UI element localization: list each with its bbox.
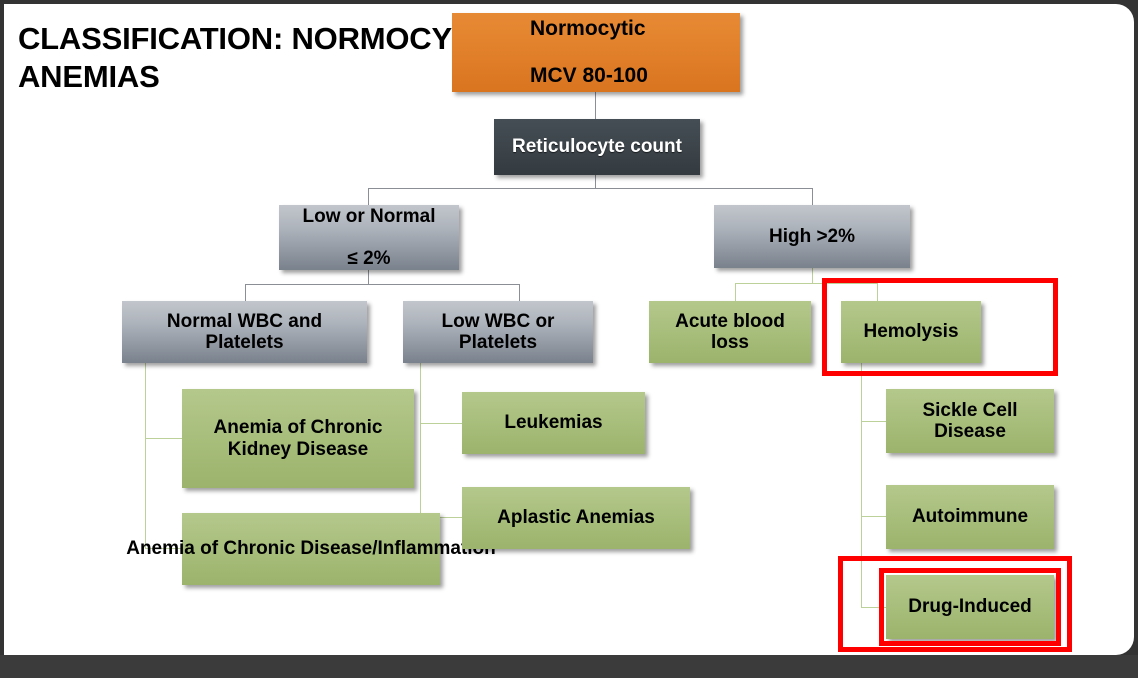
- connector-hemolysis-trunk: [861, 363, 862, 608]
- page-title: CLASSIFICATION: NORMOCYTIC ANEMIAS: [18, 20, 578, 96]
- connector-reticulocyte-bar: [368, 188, 813, 189]
- connector-reticulocyte-stem: [595, 175, 596, 188]
- node-acute-blood-loss-label: Acute blood loss: [675, 310, 785, 353]
- connector-low-normal-bar: [245, 284, 520, 285]
- node-aplastic-anemias-label: Aplastic Anemias: [497, 507, 655, 529]
- connector-normal-wbc-trunk: [145, 363, 146, 548]
- connector-normal-wbc-to-ckd: [145, 438, 190, 439]
- node-normal-wbc-and-platelets-label: Normal WBC and Platelets: [166, 310, 323, 353]
- node-sickle-cell-disease-label: Sickle Cell Disease: [922, 399, 1018, 442]
- node-hemolysis-label: Hemolysis: [863, 321, 959, 343]
- node-low-wbc-or-platelets-label: Low WBC or Platelets: [441, 310, 555, 353]
- node-acute-blood-loss[interactable]: Acute blood loss: [649, 301, 811, 363]
- connector-to-normal-wbc: [245, 284, 246, 301]
- node-reticulocyte-count-label: Reticulocyte count: [512, 136, 682, 158]
- node-low-or-normal-line-2: ≤ 2%: [347, 248, 391, 270]
- connector-low-wbc-to-aplastic: [420, 517, 462, 518]
- connector-hemolysis-to-drug-induced: [861, 607, 886, 608]
- connector-normal-wbc-to-acd: [145, 548, 190, 549]
- connector-root-to-reticulocyte: [595, 92, 596, 119]
- connector-low-wbc-to-leukemias: [420, 423, 462, 424]
- node-normocytic-line-2: MCV 80-100: [530, 64, 648, 88]
- connector-high-bar: [735, 283, 878, 284]
- hemolysis-highlight: [822, 278, 1058, 376]
- node-anemia-chronic-kidney-disease[interactable]: Anemia of Chronic Kidney Disease: [182, 389, 414, 488]
- page-title-line-1: CLASSIFICATION: NORMOCYTIC: [18, 21, 502, 56]
- node-drug-induced[interactable]: Drug-Induced: [886, 575, 1054, 639]
- node-normocytic-line-1: Normocytic: [530, 17, 646, 41]
- node-drug-induced-label: Drug-Induced: [908, 596, 1032, 618]
- drug-induced-outer-highlight: [838, 556, 1072, 652]
- node-high-label: High >2%: [768, 225, 856, 247]
- node-low-or-normal[interactable]: Low or Normal ≤ 2%: [279, 205, 459, 270]
- node-hemolysis[interactable]: Hemolysis: [841, 301, 981, 363]
- connector-to-hemolysis: [877, 283, 878, 301]
- page-title-line-2: ANEMIAS: [18, 58, 160, 94]
- connector-bar-to-high: [812, 188, 813, 205]
- node-anemia-chronic-kidney-disease-label: Anemia of Chronic Kidney Disease: [213, 417, 383, 460]
- node-reticulocyte-count[interactable]: Reticulocyte count: [494, 119, 700, 175]
- node-normocytic-root[interactable]: Normocytic MCV 80-100: [452, 13, 740, 92]
- node-low-wbc-or-platelets[interactable]: Low WBC or Platelets: [403, 301, 593, 363]
- connector-hemolysis-to-autoimmune: [861, 516, 886, 517]
- node-autoimmune-label: Autoimmune: [911, 506, 1029, 528]
- connector-low-normal-stem: [368, 270, 369, 284]
- node-leukemias-label: Leukemias: [504, 412, 603, 434]
- connector-bar-to-low-normal: [368, 188, 369, 205]
- connector-low-wbc-trunk: [420, 363, 421, 518]
- node-autoimmune[interactable]: Autoimmune: [886, 485, 1054, 549]
- node-leukemias[interactable]: Leukemias: [462, 392, 645, 454]
- connector-hemolysis-to-sickle: [861, 421, 886, 422]
- connector-to-acute-blood-loss: [735, 283, 736, 301]
- node-anemia-chronic-disease-inflammation-label: Anemia of Chronic Disease/Inflammation: [126, 538, 496, 560]
- connector-high-stem: [812, 268, 813, 283]
- node-anemia-chronic-disease-inflammation[interactable]: Anemia of Chronic Disease/Inflammation: [126, 513, 496, 585]
- node-sickle-cell-disease[interactable]: Sickle Cell Disease: [886, 389, 1054, 453]
- node-low-or-normal-line-1: Low or Normal: [302, 205, 436, 227]
- node-high[interactable]: High >2%: [714, 205, 910, 268]
- node-normal-wbc-and-platelets[interactable]: Normal WBC and Platelets: [122, 301, 367, 363]
- connector-to-low-wbc: [519, 284, 520, 301]
- drug-induced-inner-highlight: [879, 568, 1061, 646]
- node-aplastic-anemias[interactable]: Aplastic Anemias: [462, 487, 690, 549]
- slide-bottom-bar: [0, 655, 1138, 678]
